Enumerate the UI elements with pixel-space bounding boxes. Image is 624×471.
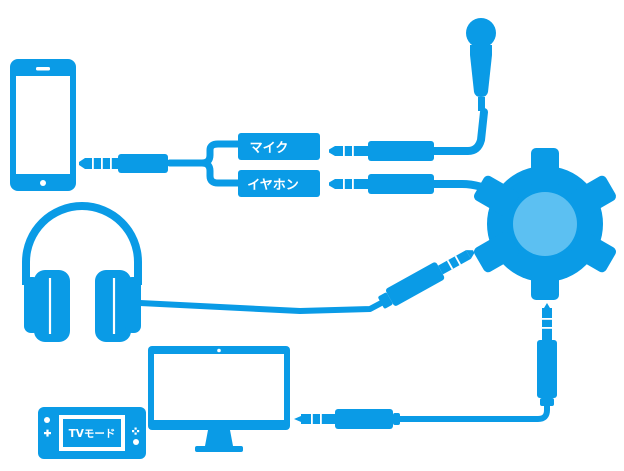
earphone-adapter-label: イヤホン: [247, 178, 299, 193]
splitter-hub-icon: [474, 148, 616, 300]
microphone-icon: [466, 18, 496, 111]
hub-bottom-plug: [537, 303, 557, 406]
cable-tv: [395, 401, 550, 422]
earphone-adapter-jack: [238, 170, 320, 197]
game-console-icon: TVモード: [38, 407, 146, 459]
splitter-adapter: マイク イヤホン: [238, 133, 320, 197]
tv-mode-label: TVモード: [69, 428, 116, 440]
headphones-plug: [378, 250, 475, 309]
mic-adapter-jack: [238, 133, 320, 160]
smartphone-icon: [10, 59, 76, 191]
phone-plug: [79, 154, 168, 173]
monitor-icon: [148, 346, 290, 452]
cable-headphones: [137, 298, 388, 314]
cables: [137, 108, 550, 422]
cable-splitter-earphone-branch: [166, 159, 244, 187]
cable-microphone: [428, 108, 488, 155]
headphones-icon: [22, 202, 142, 342]
mic-plug: [329, 141, 434, 161]
earphone-plug: [329, 174, 434, 194]
mic-adapter-label: マイク: [250, 141, 289, 156]
hub-center: [513, 192, 577, 256]
tv-plug: [294, 409, 400, 429]
